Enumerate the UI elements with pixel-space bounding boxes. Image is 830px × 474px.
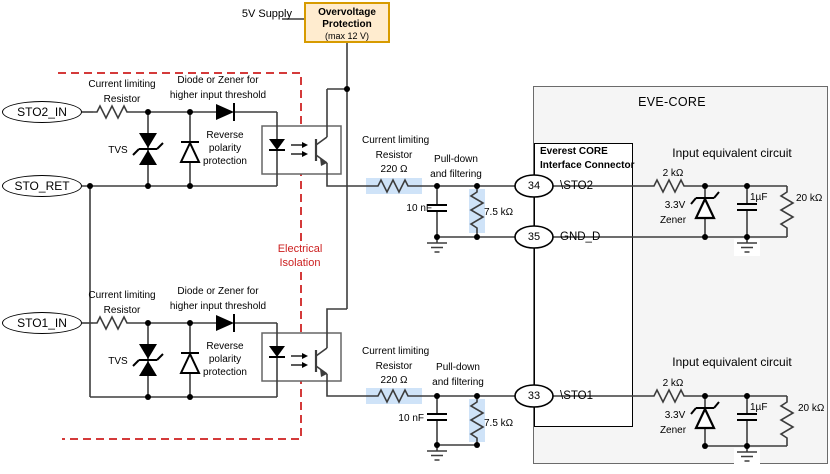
overvoltage-protection-box: Overvoltage Protection (max 12 V) (304, 2, 390, 43)
resistor-220ohm-ch1 (374, 388, 414, 404)
resistor-20kohm-ch1 (779, 396, 795, 446)
zener-3v3-ch2 (690, 191, 720, 220)
connector-pins (514, 174, 554, 408)
phototransistor-ch1 (314, 347, 328, 377)
ch1-220-label-1: Current limiting (362, 346, 430, 357)
capacitors (427, 203, 757, 421)
resistor-2kohm-ch1 (650, 388, 690, 404)
ch2-220-label-2: Resistor (375, 150, 413, 161)
resistor-2kohm-ch2 (650, 178, 690, 194)
pin-33-number: 33 (527, 390, 541, 402)
opto-led-ch2 (269, 139, 285, 151)
opto-light-arrows (291, 142, 308, 368)
opto-led-ch1 (269, 346, 285, 358)
isolation-boundary-dashed (58, 72, 302, 440)
ch2-pulldown-1: Pull-down (434, 154, 478, 165)
series-diode-ch1 (216, 314, 235, 332)
ch1-reverse-2: polarity (208, 354, 242, 365)
pin-33-oval (514, 384, 554, 408)
resistor-220ohm-ch2 (374, 178, 414, 194)
pin-33-label: \STO1 (560, 390, 594, 402)
sto-ret-terminal: STO_RET (2, 175, 82, 197)
ch2-tvs-label: TVS (108, 145, 128, 156)
ch2-current-limiting-2: Resistor (103, 94, 141, 105)
ch1-pulldown-2: and filtering (432, 377, 484, 388)
equiv-title-ch1: Input equivalent circuit (672, 355, 792, 369)
pin-34-oval (514, 174, 554, 198)
pin-35-oval (514, 225, 554, 249)
connector-title-1: Everest CORE (540, 146, 608, 157)
pin-35-label: GND_D (560, 231, 601, 243)
ch1-cap-value: 10 nF (398, 413, 424, 424)
resistor-7k5-ch2 (469, 186, 485, 237)
tvs-symbol-ch2 (132, 133, 164, 165)
isolation-line1: Electrical (277, 243, 323, 255)
ch2-220-value: 220 Ω (380, 164, 408, 175)
equiv-zener-l-ch1: Zener (659, 425, 687, 436)
equiv-20k-ch2: 20 kΩ (796, 193, 823, 204)
ch1-220-label-2: Resistor (375, 361, 413, 372)
resistor-20kohm-ch2 (779, 186, 795, 237)
phototransistor-ch2 (314, 136, 328, 166)
connector-title-2: Interface Connector (540, 160, 635, 171)
cap-10nF-ch2 (427, 204, 447, 212)
equiv-cap-ch1: 1µF (750, 402, 768, 413)
ch2-7k5-value: 7.5 kΩ (484, 207, 514, 218)
pin-34-number: 34 (527, 180, 541, 192)
ovp-title-line2: Protection (322, 19, 372, 30)
ch1-tvs-label: TVS (108, 356, 128, 367)
resistor-highlights (366, 178, 485, 442)
ch2-cap-value: 10 nF (406, 203, 432, 214)
junction-dots (87, 86, 750, 449)
pin-34-label: \STO2 (560, 180, 594, 192)
cap-10nF-ch1 (427, 413, 447, 421)
supply-label: 5V Supply (241, 8, 292, 20)
ch2-reverse-2: polarity (208, 143, 242, 154)
ch1-current-limiting-1: Current limiting (88, 290, 156, 301)
ch1-7k5-value: 7.5 kΩ (484, 418, 514, 429)
series-diode-ch2 (216, 103, 235, 121)
tvs-symbol-ch1 (132, 344, 164, 376)
isolation-line2: Isolation (279, 256, 321, 269)
ch1-current-limiting-2: Resistor (103, 305, 141, 316)
equiv-2k-ch1: 2 kΩ (662, 378, 684, 389)
electrical-isolation-label: Electrical Isolation (258, 243, 342, 271)
resistor-current-limiting-ch2 (93, 104, 133, 120)
ch2-reverse-1: Reverse (206, 130, 244, 141)
equiv-20k-ch1: 20 kΩ (798, 403, 825, 414)
resistor-7k5-ch1 (469, 396, 485, 445)
equiv-zener-v-ch2: 3.3V (664, 200, 686, 211)
equiv-zener-l-ch2: Zener (659, 215, 687, 226)
ch2-diode-note-1: Diode or Zener for (177, 75, 259, 86)
zener-3v3-ch1 (690, 401, 720, 430)
equiv-cap-ch2: 1µF (750, 192, 768, 203)
ovp-subtitle: (max 12 V) (324, 31, 369, 41)
ch2-220-label-1: Current limiting (362, 135, 430, 146)
ch2-pulldown-2: and filtering (430, 169, 482, 180)
resistor-current-limiting-ch1 (93, 315, 133, 331)
ovp-title-line1: Overvoltage (318, 7, 376, 18)
ch2-current-limiting-1: Current limiting (88, 79, 156, 90)
equiv-title-ch2: Input equivalent circuit (672, 146, 792, 160)
cap-1uF-ch2 (737, 203, 757, 211)
sto1-in-terminal: STO1_IN (2, 312, 82, 334)
reverse-polarity-diode-ch2 (179, 140, 201, 163)
ch1-diode-note-2: higher input threshold (169, 301, 267, 312)
ch1-reverse-3: protection (203, 367, 247, 378)
eve-core-title: EVE-CORE (638, 95, 706, 109)
resistors (93, 104, 795, 446)
ch2-diode-note-2: higher input threshold (169, 90, 267, 101)
ch2-reverse-3: protection (203, 156, 247, 167)
equiv-zener-v-ch1: 3.3V (664, 410, 686, 421)
ch1-diode-note-1: Diode or Zener for (177, 286, 259, 297)
sto2-in-terminal: STO2_IN (2, 101, 82, 123)
cap-1uF-ch1 (737, 413, 757, 421)
reverse-polarity-diode-ch1 (179, 351, 201, 374)
ch1-pulldown-1: Pull-down (436, 362, 480, 373)
equiv-2k-ch2: 2 kΩ (662, 168, 684, 179)
ch1-220-value: 220 Ω (380, 375, 408, 386)
ch1-reverse-1: Reverse (206, 341, 244, 352)
pin-35-number: 35 (527, 231, 541, 243)
